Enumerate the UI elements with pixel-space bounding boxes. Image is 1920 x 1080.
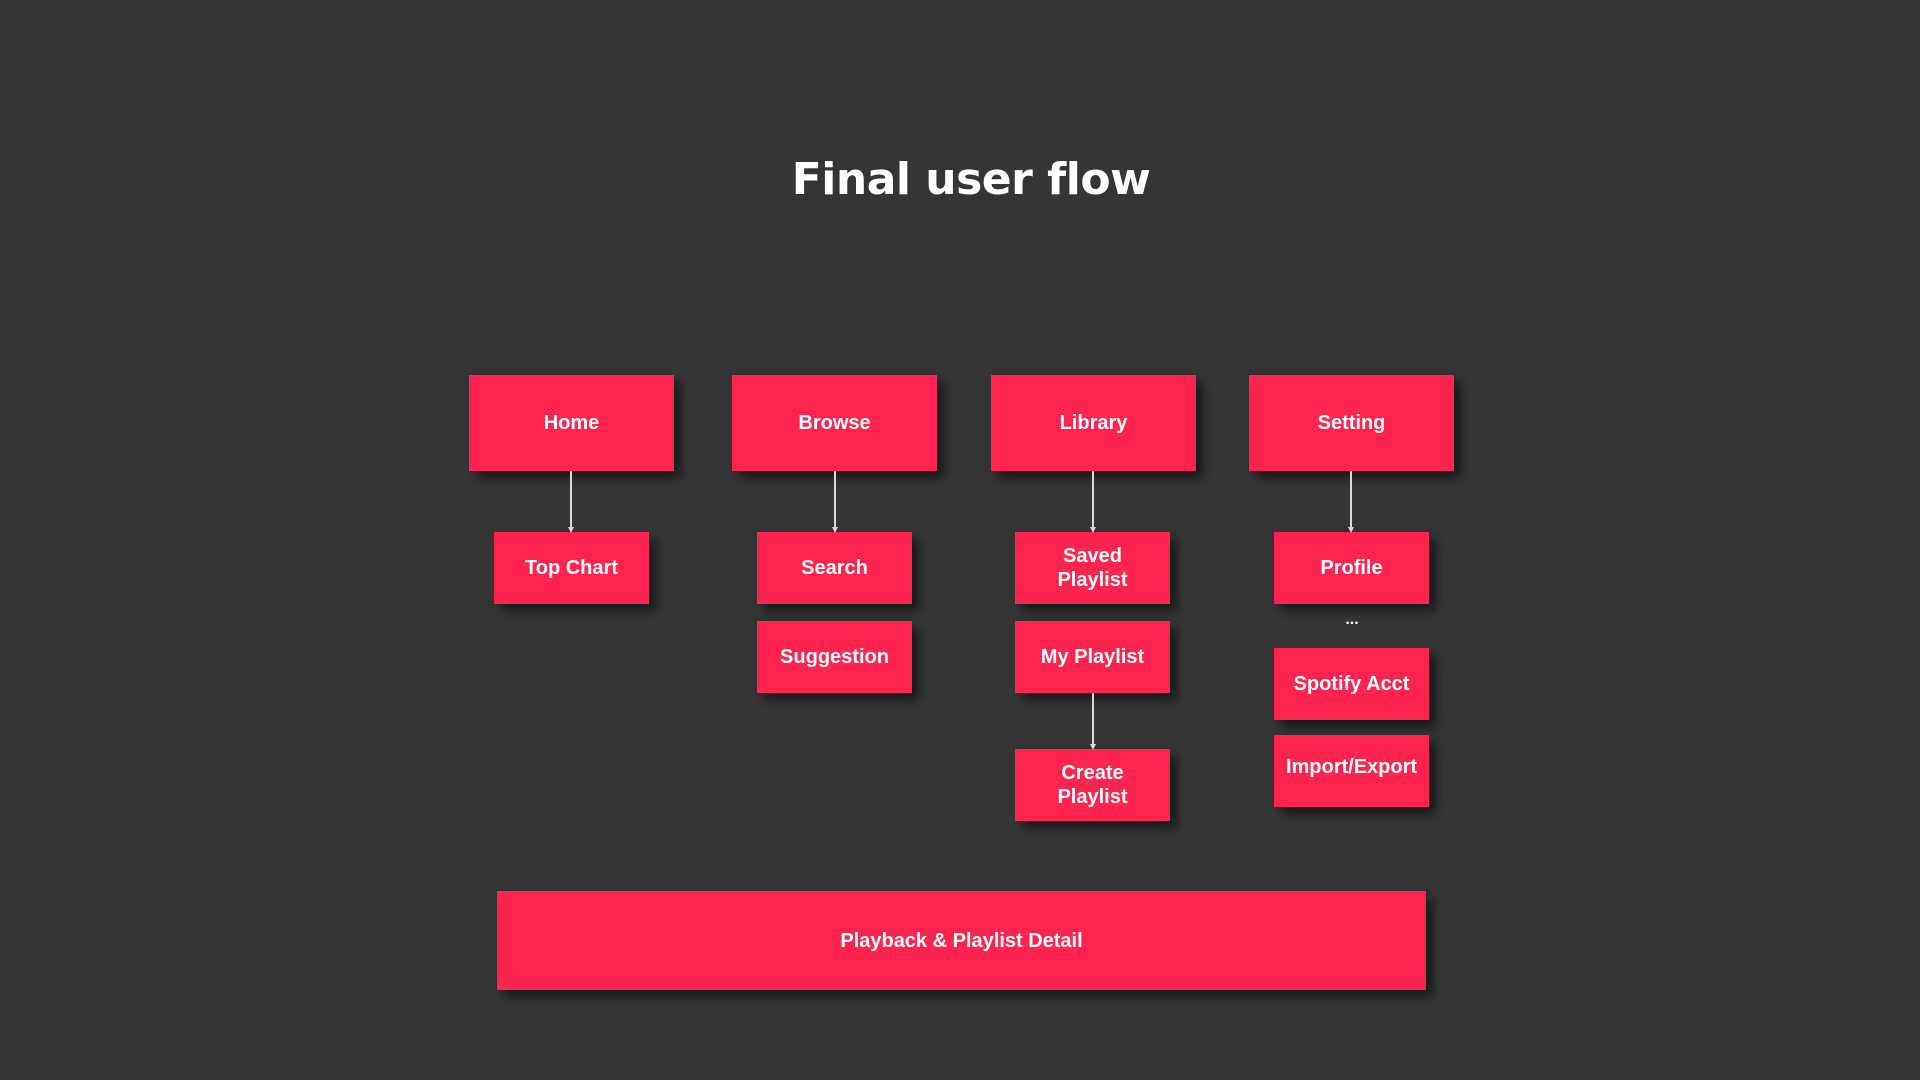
node-library-label: Library [1059, 412, 1128, 434]
node-search: Search [757, 532, 912, 604]
node-top-chart: Top Chart [494, 532, 649, 604]
node-suggestion-label: Suggestion [780, 646, 889, 668]
node-playback-detail-label: Playback & Playlist Detail [840, 929, 1083, 952]
node-spotify-acct-label: Spotify Acct [1293, 673, 1410, 695]
node-profile: Profile [1274, 532, 1429, 604]
node-import-export: Import/Export [1274, 735, 1429, 807]
node-my-playlist-label: My Playlist [1040, 646, 1145, 668]
node-setting-label: Setting [1317, 412, 1386, 434]
page-title: Final user flow [791, 154, 1151, 205]
node-create-playlist-label: Create Playlist [1057, 762, 1128, 808]
node-browse: Browse [732, 375, 937, 471]
node-home-label: Home [543, 412, 600, 434]
node-home: Home [469, 375, 674, 471]
node-setting: Setting [1249, 375, 1454, 471]
node-saved-playlist-label: Saved Playlist [1057, 545, 1128, 591]
node-create-playlist: Create Playlist [1015, 749, 1170, 821]
node-search-label: Search [801, 557, 868, 579]
node-top-chart-label: Top Chart [525, 557, 618, 579]
node-my-playlist: My Playlist [1015, 621, 1170, 693]
node-saved-playlist: Saved Playlist [1015, 532, 1170, 604]
node-import-export-label: Import/Export [1285, 756, 1418, 778]
node-spotify-acct: Spotify Acct [1274, 648, 1429, 720]
node-browse-label: Browse [798, 412, 871, 434]
node-library: Library [991, 375, 1196, 471]
node-profile-label: Profile [1320, 557, 1383, 579]
node-suggestion: Suggestion [757, 621, 912, 693]
node-playback-detail: Playback & Playlist Detail [497, 891, 1426, 990]
ellipsis-text: ... [1345, 611, 1359, 628]
